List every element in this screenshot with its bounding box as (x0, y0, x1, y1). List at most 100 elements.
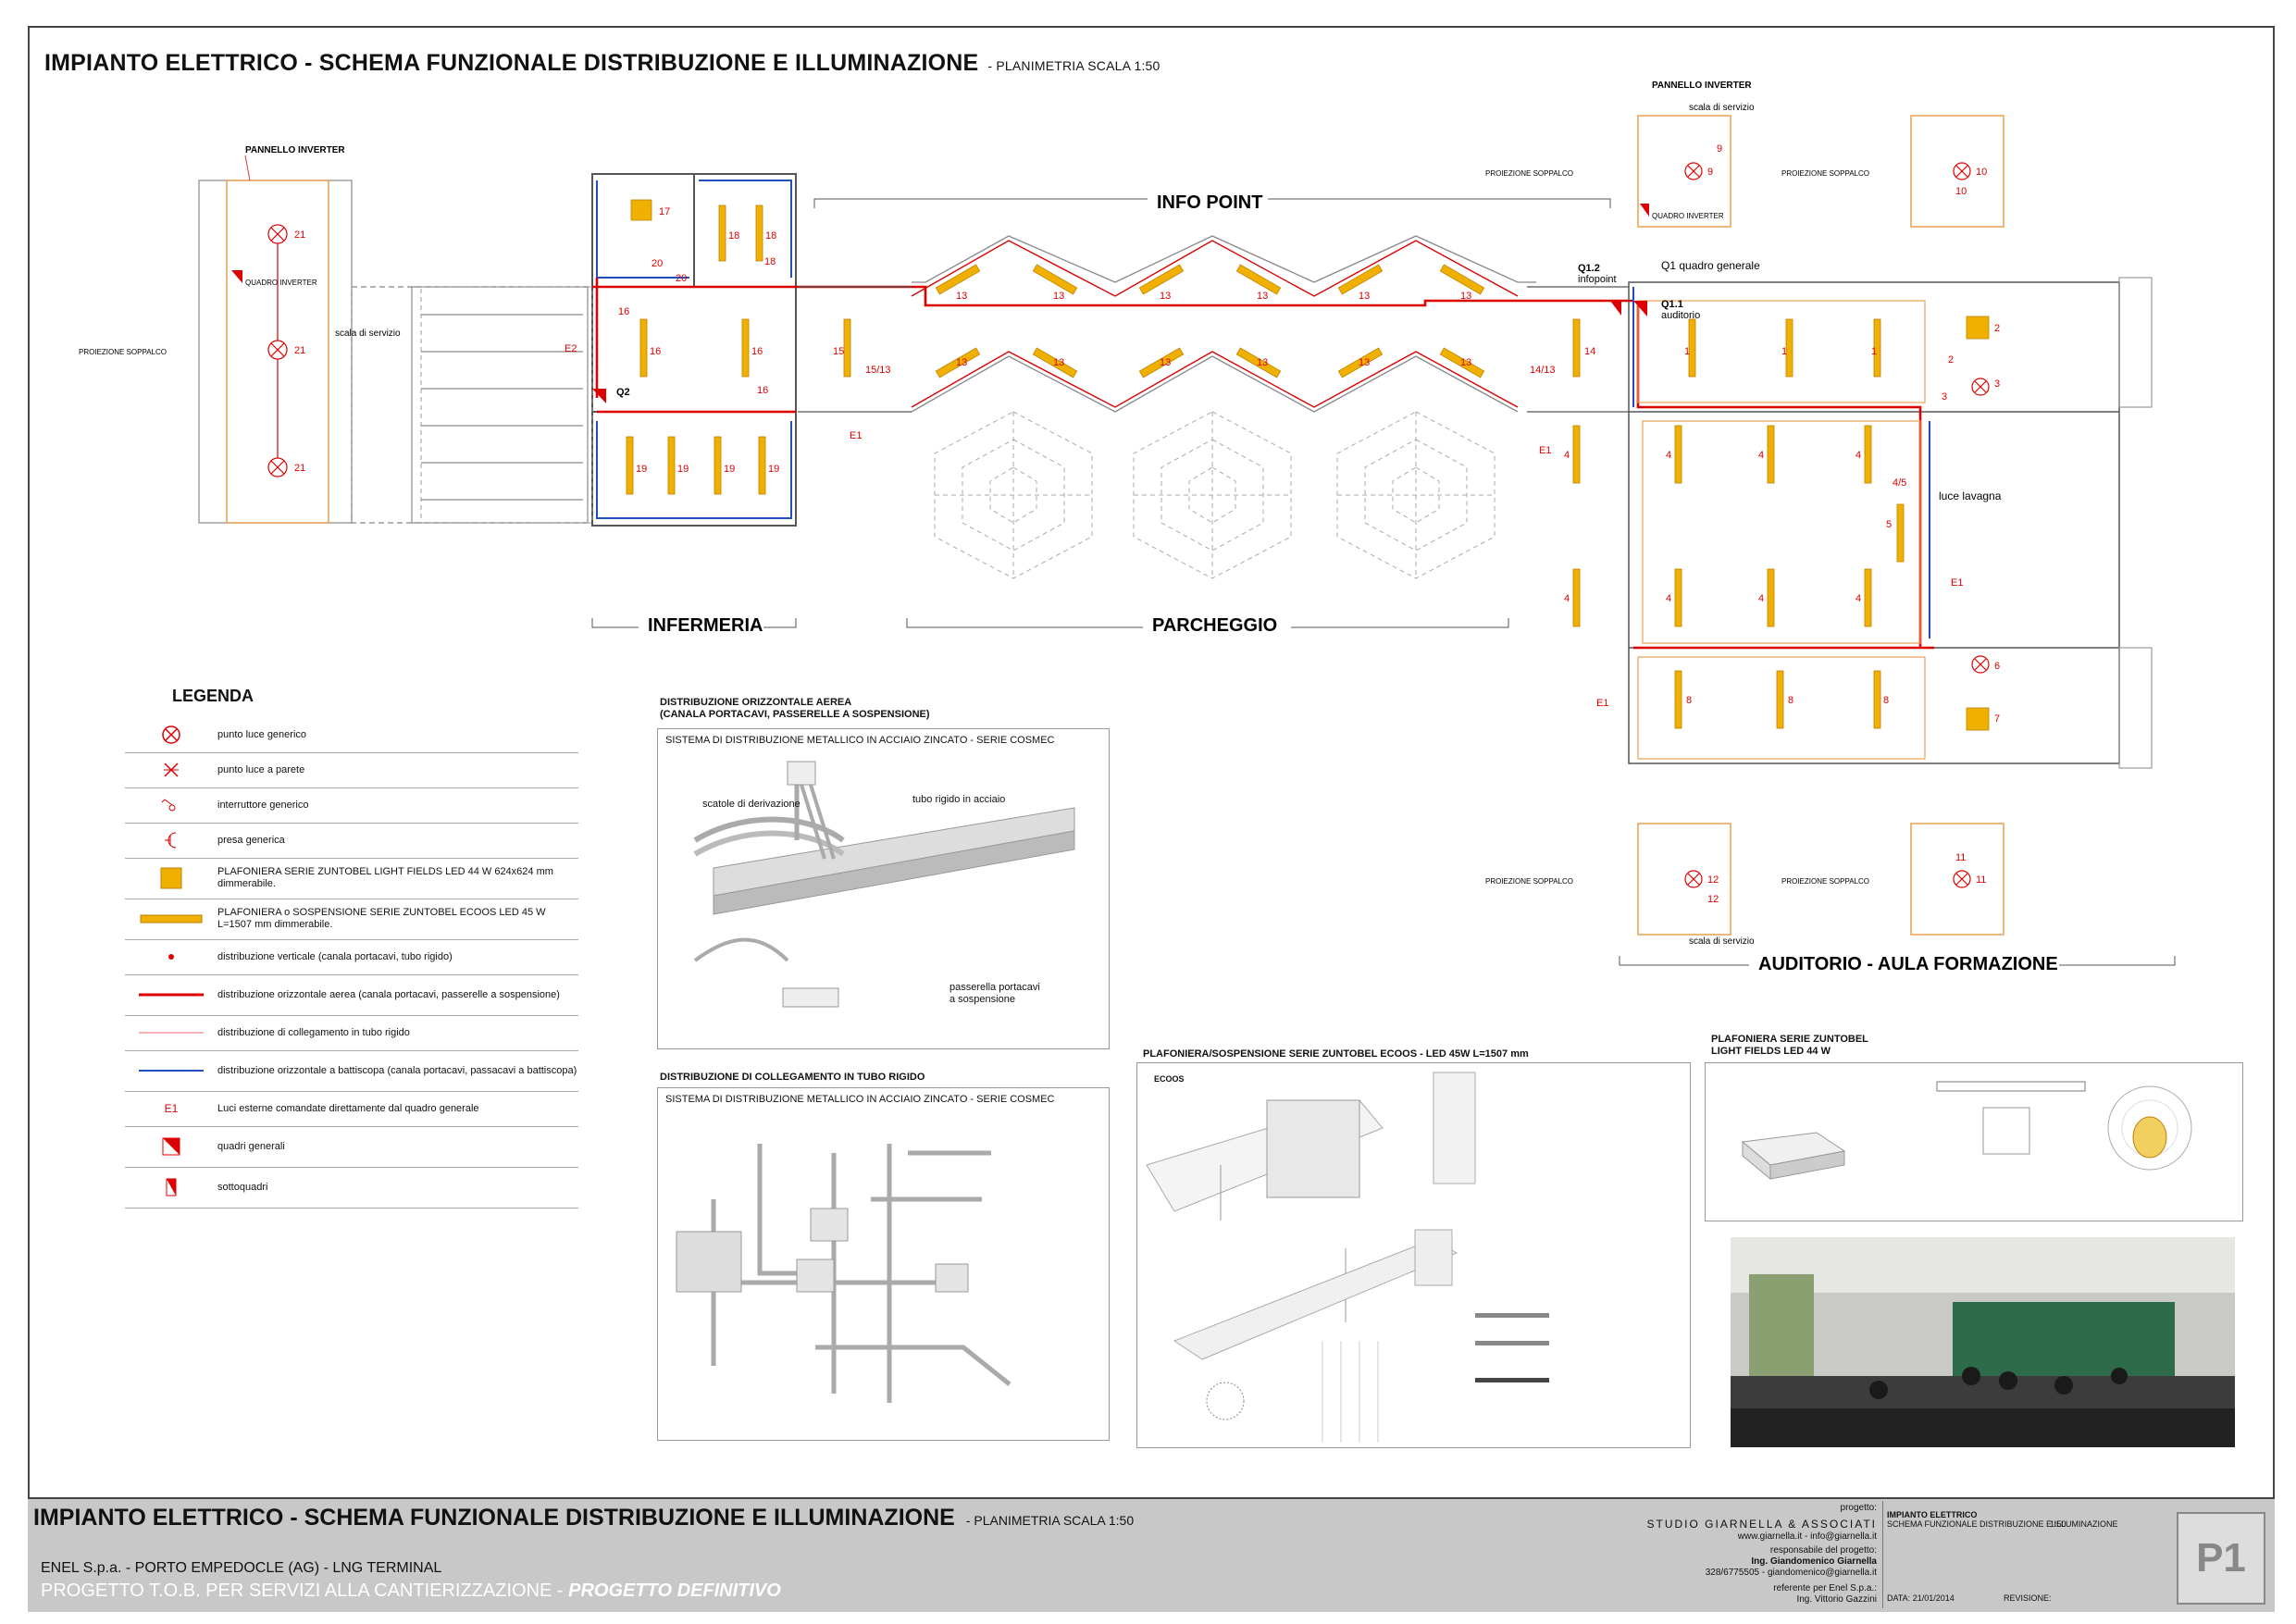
sheet-number: P1 (2177, 1512, 2265, 1605)
legend-text: sottoquadri (217, 1181, 268, 1193)
legend-text: interruttore generico (217, 799, 309, 811)
right-scala-top: scala di servizio (1689, 103, 1755, 113)
proiezione-br1: PROIEZIONE SOPPALCO (1485, 877, 1573, 886)
svg-text:13: 13 (1053, 357, 1064, 368)
svg-text:13: 13 (1460, 291, 1471, 302)
svg-text:13: 13 (1053, 291, 1064, 302)
ecoos-luminaire-illustration (1146, 1072, 1549, 1443)
titleblock-project: PROGETTO T.O.B. PER SERVIZI ALLA CANTIER… (41, 1581, 781, 1601)
titleblock-right: progetto: STUDIO GIARNELLA & ASSOCIATI w… (1647, 1499, 2275, 1612)
svg-text:9: 9 (1717, 143, 1722, 155)
right-box-11 (1910, 823, 2004, 936)
svg-text:8: 8 (1686, 695, 1692, 706)
right-box-10 (1910, 115, 2004, 228)
tb-progetto-lbl: progetto: (1840, 1503, 1877, 1513)
square-lamp-icon (125, 858, 217, 899)
svg-text:5: 5 (1886, 519, 1892, 530)
svg-text:13: 13 (1257, 357, 1268, 368)
legend-row: sottoquadri (125, 1167, 578, 1209)
legend-row: quadri generali (125, 1126, 578, 1168)
q1-marker (1633, 301, 1647, 316)
right-quadro-inverter: QUADRO INVERTER (1652, 212, 1724, 220)
legend-row: punto luce generico (125, 717, 578, 753)
legend-text: distribuzione verticale (canala portacav… (217, 950, 453, 962)
svg-text:19: 19 (768, 464, 779, 475)
right-inverter-box (1637, 115, 1731, 228)
svg-text:21: 21 (294, 345, 305, 356)
q2-marker (592, 389, 606, 403)
svg-text:20: 20 (652, 258, 663, 269)
legend-row: E1 Luci esterne comandate direttamente d… (125, 1091, 578, 1127)
svg-text:4: 4 (1564, 593, 1570, 604)
e1-label-park: E1 (850, 430, 862, 441)
svg-text:13: 13 (956, 291, 967, 302)
svg-text:14/13: 14/13 (1530, 365, 1556, 376)
ecoos-panel: ECOOS (1136, 1062, 1691, 1448)
svg-text:4/5: 4/5 (1893, 477, 1906, 489)
legend-text: distribuzione di collegamento in tubo ri… (217, 1026, 410, 1038)
svg-text:13: 13 (1160, 357, 1171, 368)
tb-resp-lbl: responsabile del progetto: (1769, 1545, 1877, 1556)
svg-text:4: 4 (1564, 450, 1570, 461)
svg-text:9: 9 (1707, 167, 1713, 178)
svg-text:11: 11 (1955, 852, 1966, 863)
proiezione-tr1: PROIEZIONE SOPPALCO (1485, 169, 1573, 178)
e2-label: E2 (565, 343, 577, 354)
svg-text:21: 21 (294, 229, 305, 241)
svg-text:14: 14 (1584, 346, 1595, 357)
svg-text:12: 12 (1707, 874, 1719, 886)
e1-label-aud3: E1 (1596, 698, 1608, 709)
e1-icon: E1 (164, 1102, 179, 1115)
svg-text:19: 19 (677, 464, 689, 475)
titleblock-title: IMPIANTO ELETTRICO - SCHEMA FUNZIONALE D… (33, 1505, 1135, 1531)
proiezione-tr2: PROIEZIONE SOPPALCO (1781, 169, 1869, 178)
q12-marker (1610, 301, 1621, 316)
legend-text: PLAFONIERA o SOSPENSIONE SERIE ZUNTOBEL … (217, 907, 546, 930)
aerea-heading: DISTRIBUZIONE ORIZZONTALE AEREA(CANALA P… (660, 697, 930, 720)
svg-text:21: 21 (294, 463, 305, 474)
legend-row: distribuzione orizzontale aerea (canala … (125, 974, 578, 1016)
classroom-photo (1731, 1237, 2235, 1447)
left-inverter-label: PANNELLO INVERTER (245, 145, 345, 155)
svg-text:6: 6 (1994, 661, 2000, 672)
svg-text:19: 19 (636, 464, 647, 475)
tubo-sub: SISTEMA DI DISTRIBUZIONE METALLICO IN AC… (665, 1094, 1055, 1105)
subpanel-icon (125, 1167, 217, 1208)
svg-text:17: 17 (659, 206, 670, 217)
legend-text: punto luce a parete (217, 763, 305, 775)
svg-text:13: 13 (1359, 291, 1370, 302)
luce-lavagna-label: luce lavagna (1939, 490, 2002, 502)
svg-text:2: 2 (1948, 354, 1954, 366)
tb-scale: 1:50 (2050, 1519, 2066, 1529)
svg-text:13: 13 (1257, 291, 1268, 302)
tubo-heading: DISTRIBUZIONE DI COLLEGAMENTO IN TUBO RI… (660, 1072, 925, 1083)
caption-scatole: scatole di derivazione (702, 799, 800, 810)
svg-text:7: 7 (1994, 713, 2000, 725)
q12-label: Q1.2 (1578, 263, 1600, 274)
svg-text:15/13: 15/13 (865, 365, 891, 376)
left-quadro-inverter: QUADRO INVERTER (245, 279, 317, 287)
q2-label: Q2 (616, 387, 630, 398)
svg-text:4: 4 (1758, 450, 1764, 461)
svg-text:18: 18 (765, 230, 776, 242)
svg-text:4: 4 (1758, 593, 1764, 604)
svg-text:16: 16 (751, 346, 763, 357)
auditorio-label: AUDITORIO - AULA FORMAZIONE (1758, 954, 2058, 974)
legend-text: presa generica (217, 834, 285, 846)
aerea-panel: SISTEMA DI DISTRIBUZIONE METALLICO IN AC… (657, 728, 1110, 1049)
svg-text:19: 19 (724, 464, 735, 475)
svg-text:4: 4 (1666, 593, 1671, 604)
lightfields-illustration (1741, 1081, 2192, 1181)
legend-row: distribuzione di collegamento in tubo ri… (125, 1015, 578, 1051)
tb-tav-desc: SCHEMA FUNZIONALE DISTRIBUZIONE E ILLUMI… (1887, 1519, 2118, 1529)
legend-row: PLAFONIERA o SOSPENSIONE SERIE ZUNTOBEL … (125, 899, 578, 940)
svg-text:15: 15 (833, 346, 844, 357)
caption-passerella: passerella portacavi (949, 982, 1040, 993)
parcheggio-label: PARCHEGGIO (1152, 615, 1277, 636)
tb-rev: REVISIONE: (2004, 1593, 2052, 1603)
titleblock-client: ENEL S.p.a. - PORTO EMPEDOCLE (AG) - LNG… (41, 1560, 442, 1576)
right-scala-bottom: scala di servizio (1689, 936, 1755, 947)
tb-ref-lbl: referente per Enel S.p.a.: (1773, 1583, 1877, 1593)
svg-text:8: 8 (1788, 695, 1793, 706)
